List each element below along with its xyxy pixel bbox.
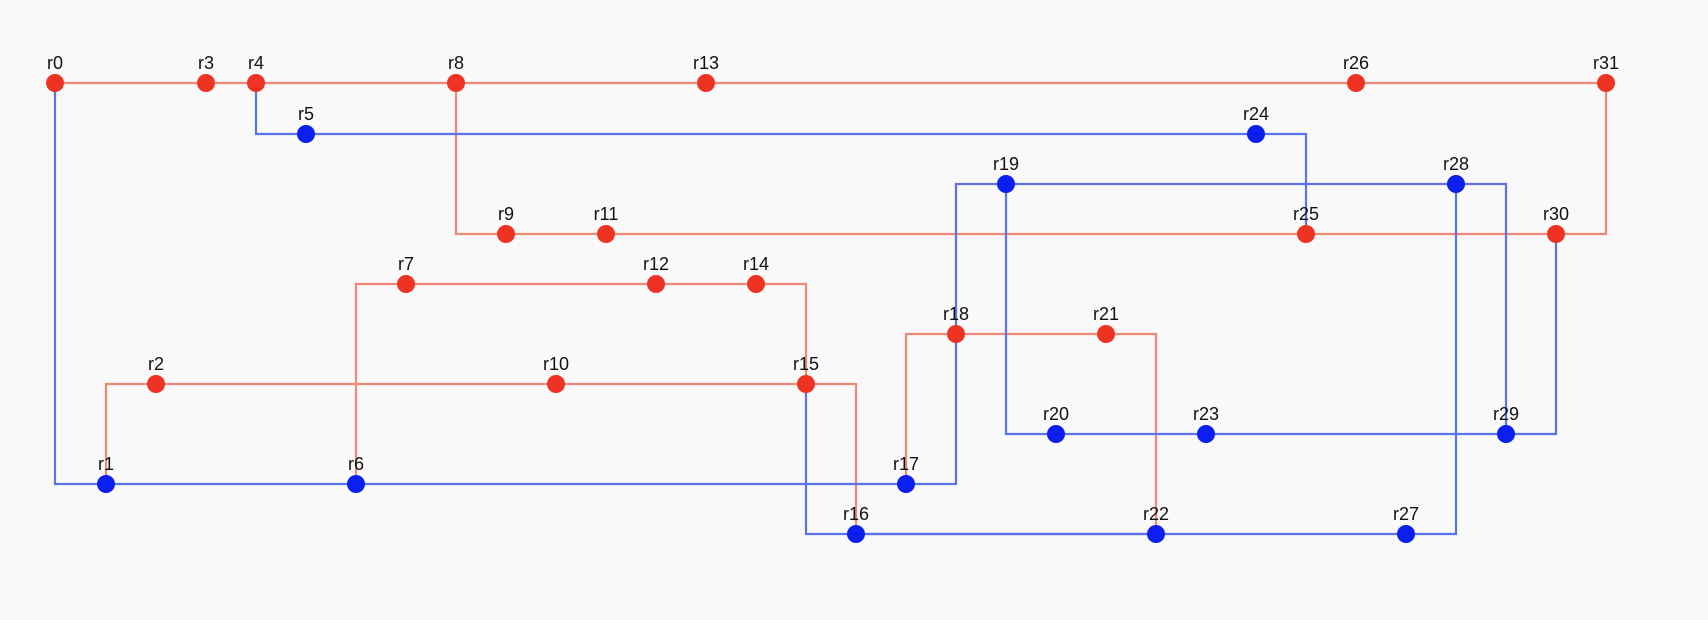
node-label-r12: r12 (643, 254, 669, 274)
node-label-r0: r0 (47, 53, 63, 73)
node-r0 (46, 74, 64, 92)
node-r12 (647, 275, 665, 293)
node-label-r18: r18 (943, 304, 969, 324)
node-r15 (797, 375, 815, 393)
node-r1 (97, 475, 115, 493)
node-r13 (697, 74, 715, 92)
edge-r21-r22 (1106, 332, 1158, 534)
node-r28 (1447, 175, 1465, 193)
node-label-r13: r13 (693, 53, 719, 73)
node-r22 (1147, 525, 1165, 543)
node-r20 (1047, 425, 1065, 443)
node-label-r19: r19 (993, 154, 1019, 174)
node-label-r2: r2 (148, 354, 164, 374)
node-r24 (1247, 125, 1265, 143)
node-label-r17: r17 (893, 454, 919, 474)
node-label-r5: r5 (298, 104, 314, 124)
node-label-r15: r15 (793, 354, 819, 374)
edge-r4-r5 (254, 83, 306, 136)
node-r2 (147, 375, 165, 393)
node-label-r3: r3 (198, 53, 214, 73)
node-label-r10: r10 (543, 354, 569, 374)
edge-r1-r2 (104, 382, 156, 484)
node-r4 (247, 74, 265, 92)
edge-r0-r1 (53, 83, 106, 486)
node-label-r22: r22 (1143, 504, 1169, 524)
node-r26 (1347, 74, 1365, 92)
node-r9 (497, 225, 515, 243)
edge-r31-r30 (1556, 83, 1608, 236)
node-label-r27: r27 (1393, 504, 1419, 524)
node-r5 (297, 125, 315, 143)
node-r3 (197, 74, 215, 92)
edge-r17-r18 (904, 332, 956, 484)
edge-r27-r28 (1406, 184, 1458, 536)
edge-r24-r25 (1256, 132, 1308, 234)
node-r23 (1197, 425, 1215, 443)
node-label-r30: r30 (1543, 204, 1569, 224)
edge-r6-r7 (354, 282, 406, 484)
node-r27 (1397, 525, 1415, 543)
node-r8 (447, 74, 465, 92)
node-label-r26: r26 (1343, 53, 1369, 73)
edge-r14-r15 (756, 282, 808, 384)
nodes-layer (46, 74, 1615, 543)
node-label-r14: r14 (743, 254, 769, 274)
node-r10 (547, 375, 565, 393)
node-r11 (597, 225, 615, 243)
node-r29 (1497, 425, 1515, 443)
node-label-r20: r20 (1043, 404, 1069, 424)
node-r16 (847, 525, 865, 543)
node-label-r28: r28 (1443, 154, 1469, 174)
node-r19 (997, 175, 1015, 193)
edge-r28-r29 (1456, 182, 1508, 434)
node-r6 (347, 475, 365, 493)
node-r14 (747, 275, 765, 293)
labels-layer: r0 r1 r2 r3 r4 r5 r6 r7 r8 r9 r10 r11 r12 r13 r14 r15 r1… (47, 53, 1619, 524)
node-r17 (897, 475, 915, 493)
node-r21 (1097, 325, 1115, 343)
node-label-r9: r9 (498, 204, 514, 224)
node-label-r29: r29 (1493, 404, 1519, 424)
node-label-r4: r4 (248, 53, 264, 73)
edge-r29-r30 (1506, 234, 1558, 436)
node-label-r7: r7 (398, 254, 414, 274)
node-r25 (1297, 225, 1315, 243)
node-r30 (1547, 225, 1565, 243)
node-label-r31: r31 (1593, 53, 1619, 73)
node-r18 (947, 325, 965, 343)
node-label-r23: r23 (1193, 404, 1219, 424)
node-label-r11: r11 (594, 204, 619, 224)
node-label-r8: r8 (448, 53, 464, 73)
node-label-r16: r16 (843, 504, 869, 524)
node-label-r25: r25 (1293, 204, 1319, 224)
node-label-r21: r21 (1093, 304, 1119, 324)
node-label-r1: r1 (98, 454, 114, 474)
node-label-r24: r24 (1243, 104, 1269, 124)
node-r31 (1597, 74, 1615, 92)
node-label-r6: r6 (348, 454, 364, 474)
edge-r19-r20 (1004, 184, 1056, 436)
node-r7 (397, 275, 415, 293)
